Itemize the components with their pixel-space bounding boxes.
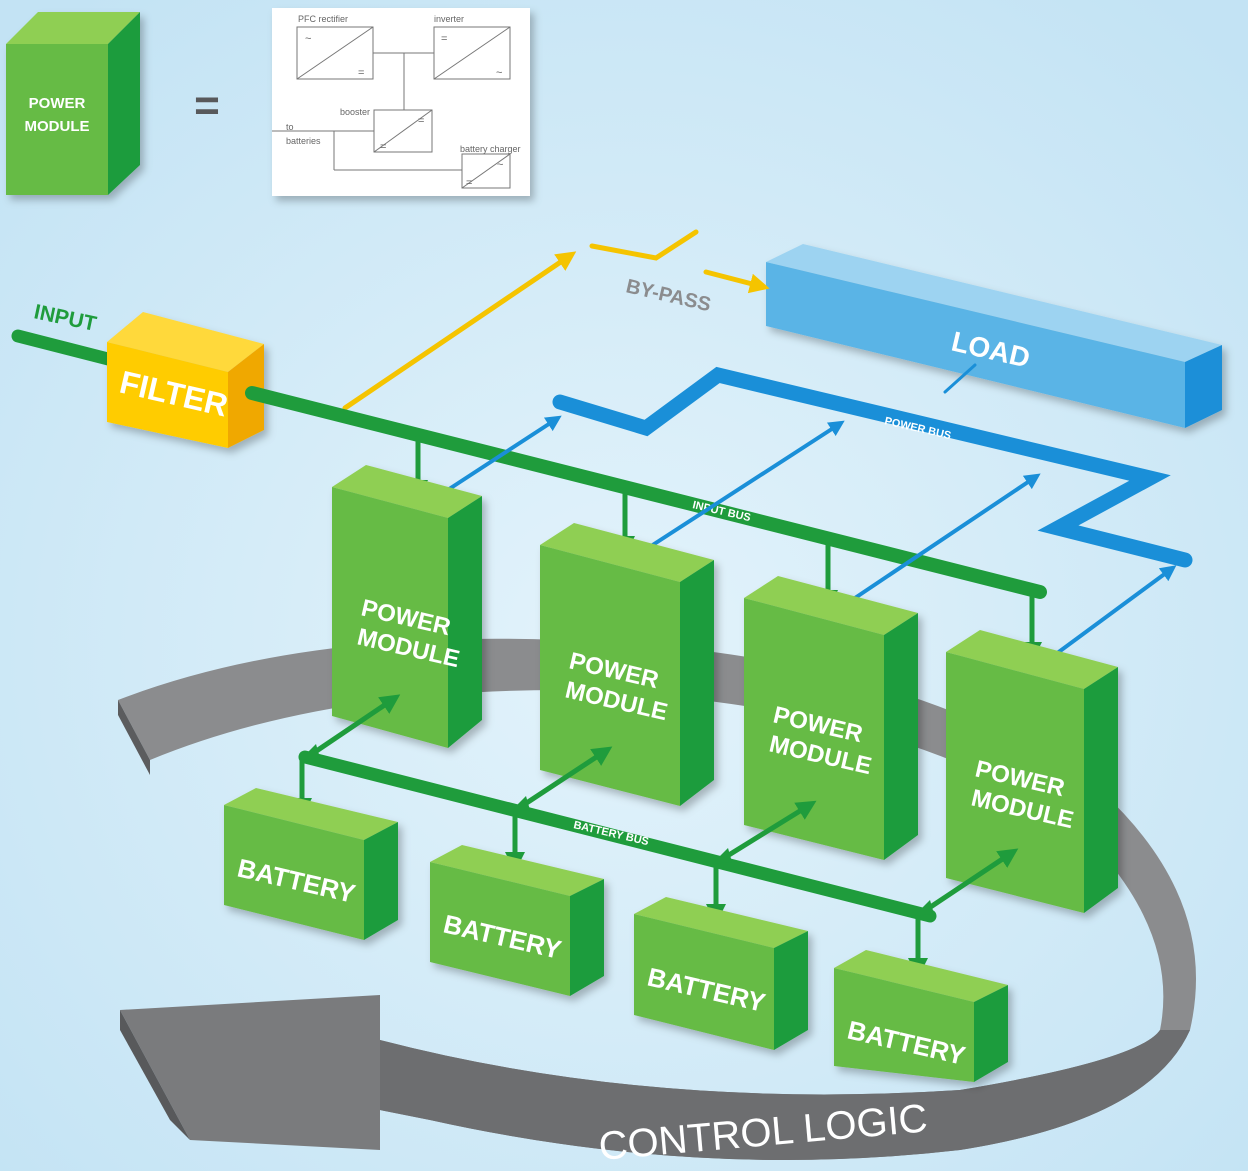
to-batteries-label-line1: to bbox=[286, 122, 294, 132]
ac-symbol: ~ bbox=[305, 33, 311, 45]
power-bus bbox=[552, 363, 1193, 568]
dc-symbol: = bbox=[466, 177, 472, 189]
battery-2 bbox=[430, 845, 604, 996]
dc-symbol: = bbox=[380, 141, 386, 153]
legend-schematic: PFC rectifier inverter booster to batter… bbox=[272, 8, 530, 196]
control-logic-ring bbox=[118, 638, 1196, 1160]
dc-symbol: = bbox=[441, 33, 447, 45]
load-bar bbox=[766, 244, 1222, 428]
bypass-line bbox=[342, 229, 770, 411]
battery-3 bbox=[634, 897, 808, 1050]
schematic-panel bbox=[272, 8, 530, 196]
legend-equals-sign: = bbox=[194, 81, 220, 130]
power-module-4 bbox=[946, 630, 1118, 913]
power-module-1 bbox=[332, 465, 482, 748]
filter-block bbox=[107, 312, 264, 448]
legend-power-module-block bbox=[6, 12, 140, 195]
dc-symbol: = bbox=[418, 115, 424, 127]
battery-bus-reverse-arrowheads bbox=[300, 744, 934, 916]
input-line bbox=[11, 329, 119, 367]
to-batteries-label-line2: batteries bbox=[286, 136, 321, 146]
legend-module-label-line2: MODULE bbox=[25, 118, 90, 135]
inverter-label: inverter bbox=[434, 14, 464, 24]
legend-module-label-line1: POWER bbox=[29, 95, 86, 112]
battery-4 bbox=[834, 950, 1008, 1082]
battery-1 bbox=[224, 788, 398, 940]
booster-label: booster bbox=[340, 107, 370, 117]
battery-charger-block bbox=[461, 153, 511, 189]
battery-charger-label: battery charger bbox=[460, 144, 521, 154]
ac-symbol: ~ bbox=[497, 159, 503, 171]
dc-symbol: = bbox=[358, 67, 364, 79]
ac-symbol: ~ bbox=[496, 67, 502, 79]
power-module-2 bbox=[540, 523, 714, 806]
module-output-arrows bbox=[438, 415, 1177, 656]
pfc-rectifier-label: PFC rectifier bbox=[298, 14, 348, 24]
power-module-3 bbox=[744, 576, 918, 860]
